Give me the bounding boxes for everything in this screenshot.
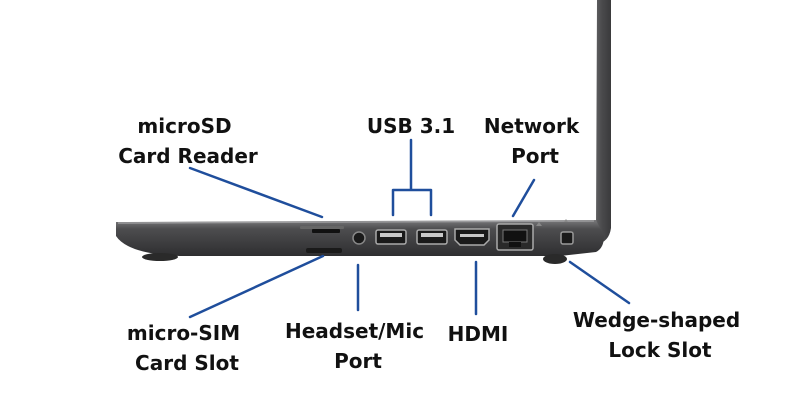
- label-headset-line1: Headset/Mic: [285, 319, 424, 343]
- wedge-lock-slot: [560, 231, 574, 245]
- leader-microsim: [188, 254, 325, 319]
- label-usb-line1: USB 3.1: [367, 114, 455, 138]
- label-microsim-line1: micro-SIM: [127, 321, 240, 345]
- label-lock-line2: Lock Slot: [608, 338, 712, 362]
- label-usb: USB 3.1: [367, 114, 455, 138]
- label-headset: Headset/Mic Port: [285, 319, 431, 373]
- label-network-line2: Port: [511, 144, 559, 168]
- label-hdmi-line1: HDMI: [448, 322, 509, 346]
- laptop-lid: [593, 0, 611, 244]
- label-microsim-line2: Card Slot: [135, 351, 239, 375]
- label-microsim: micro-SIM Card Slot: [127, 321, 247, 375]
- label-lock-line1: Wedge-shaped: [573, 308, 740, 332]
- leader-lock: [568, 260, 631, 305]
- laptop-base-highlight: [117, 220, 595, 224]
- label-lock: Wedge-shaped Lock Slot: [573, 308, 747, 362]
- hdmi-port-contacts: [460, 234, 484, 237]
- leader-lines: [188, 138, 631, 319]
- leader-microsd: [188, 166, 324, 219]
- label-microsd: microSD Card Reader: [118, 114, 258, 168]
- network-port-clip: [509, 242, 521, 247]
- label-headset-line2: Port: [334, 349, 382, 373]
- right-foot: [543, 254, 567, 264]
- leader-network: [511, 178, 536, 218]
- usb-port-2-tongue: [421, 233, 443, 237]
- usb-port-1-tongue: [380, 233, 402, 237]
- headset-jack: [352, 231, 366, 245]
- label-network: Network Port: [484, 114, 586, 168]
- microsd-slot: [312, 229, 340, 233]
- label-hdmi: HDMI: [448, 322, 509, 346]
- leader-usb-bracket: [391, 138, 433, 217]
- microsim-slot: [306, 248, 342, 253]
- network-indicator-icon: [536, 222, 542, 226]
- microsd-bezel: [300, 226, 344, 229]
- left-foot: [142, 253, 178, 261]
- lock-indicator-icon: [564, 219, 568, 222]
- label-microsd-line2: Card Reader: [118, 144, 258, 168]
- label-network-line1: Network: [484, 114, 580, 138]
- label-microsd-line1: microSD: [137, 114, 231, 138]
- network-port-inner: [502, 229, 528, 243]
